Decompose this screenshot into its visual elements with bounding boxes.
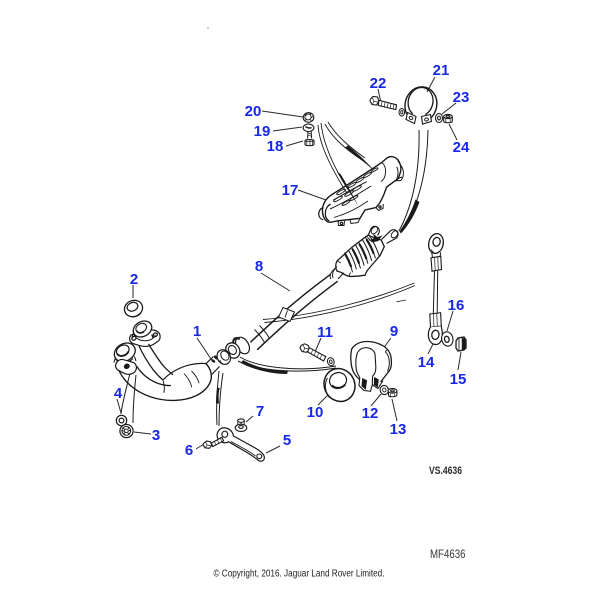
- svg-text:23: 23: [453, 89, 470, 106]
- svg-text:21: 21: [433, 62, 450, 79]
- svg-text:14: 14: [418, 354, 435, 371]
- svg-text:© Copyright, 2016. Jaguar Land: © Copyright, 2016. Jaguar Land Rover Lim…: [214, 569, 385, 580]
- svg-text:16: 16: [448, 297, 465, 314]
- svg-text:12: 12: [362, 405, 379, 422]
- svg-text:19: 19: [254, 123, 271, 140]
- svg-text:11: 11: [317, 324, 333, 341]
- svg-text:MF4636: MF4636: [430, 547, 466, 561]
- svg-text:1: 1: [193, 323, 201, 340]
- svg-text:18: 18: [267, 138, 284, 155]
- svg-text:15: 15: [450, 371, 467, 388]
- svg-text:5: 5: [283, 432, 291, 449]
- svg-text:2: 2: [130, 271, 138, 288]
- svg-text:7: 7: [256, 403, 264, 420]
- svg-text:13: 13: [390, 421, 407, 438]
- svg-text:3: 3: [152, 427, 160, 444]
- svg-text:8: 8: [255, 258, 263, 275]
- svg-text:6: 6: [185, 442, 193, 459]
- svg-text:24: 24: [453, 139, 470, 156]
- svg-text:22: 22: [370, 75, 387, 92]
- svg-text:20: 20: [245, 103, 262, 120]
- svg-text:VS.4636: VS.4636: [429, 465, 462, 477]
- svg-text:10: 10: [307, 404, 324, 421]
- svg-text:9: 9: [390, 323, 398, 340]
- svg-text:4: 4: [114, 385, 123, 402]
- svg-text:17: 17: [282, 182, 299, 199]
